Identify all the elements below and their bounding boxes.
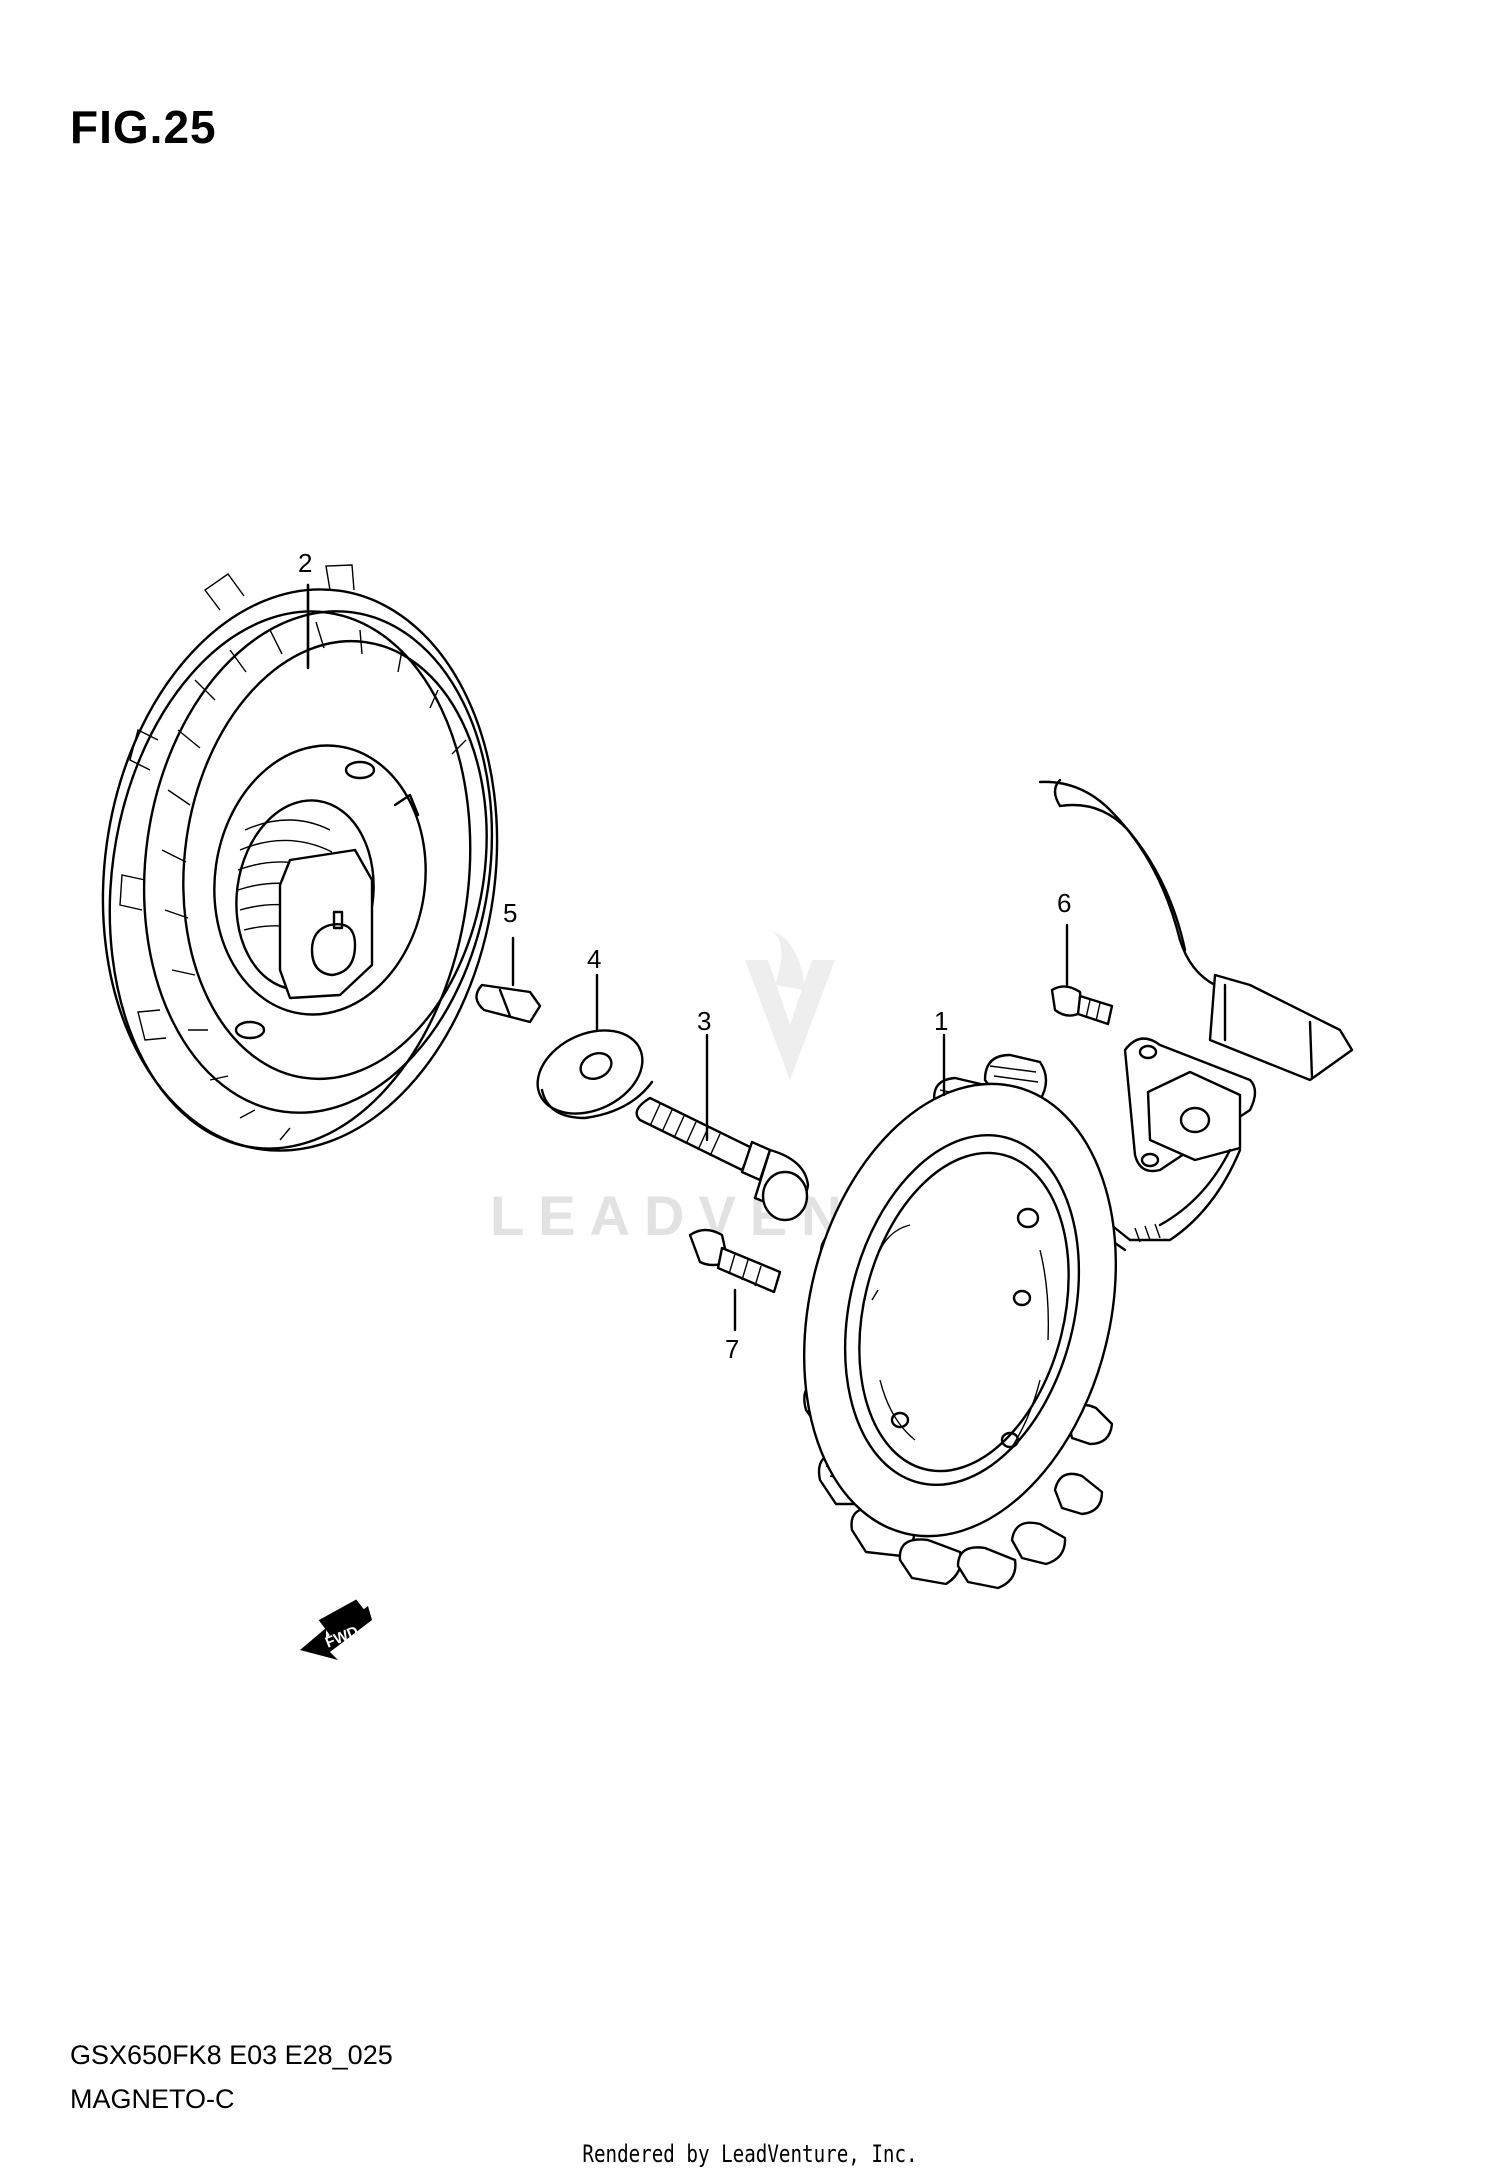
callout-1: 1 xyxy=(934,1006,948,1036)
callout-6: 6 xyxy=(1057,888,1071,918)
render-credit: Rendered by LeadVenture, Inc. xyxy=(582,2140,918,2168)
callout-4: 4 xyxy=(587,944,601,974)
callout-5: 5 xyxy=(503,898,517,928)
leader-lines xyxy=(306,583,1069,1332)
part-2-rotor xyxy=(101,564,499,1152)
part-3-bolt xyxy=(635,1096,810,1222)
diagram-code: GSX650FK8 E03 E28_025 xyxy=(70,2040,393,2070)
part-7-screw xyxy=(688,1228,782,1294)
fwd-arrow-icon: FWD xyxy=(300,1599,372,1660)
part-6-screw xyxy=(1050,985,1114,1026)
part-5-key xyxy=(475,983,542,1024)
callout-labels: 2 5 4 3 1 6 7 xyxy=(298,548,1071,1364)
figure-title: FIG.25 xyxy=(70,101,217,153)
callout-3: 3 xyxy=(697,1006,711,1036)
diagram-name: MAGNETO-C xyxy=(70,2084,235,2114)
callout-2: 2 xyxy=(298,548,312,578)
callout-7: 7 xyxy=(725,1334,739,1364)
part-4-washer xyxy=(536,1029,654,1120)
part-1-stator xyxy=(802,778,1354,1590)
